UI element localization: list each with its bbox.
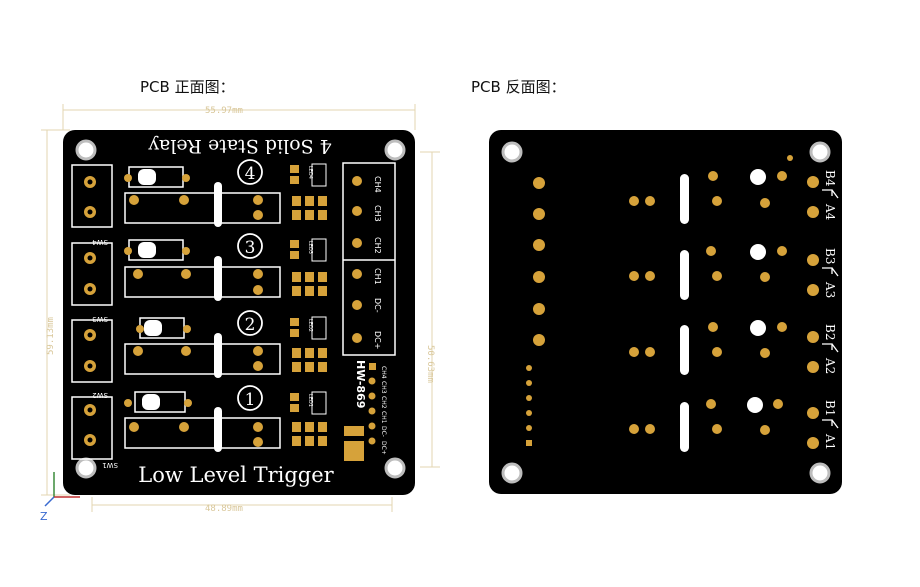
board-footer: Low Level Trigger [138, 463, 334, 487]
relay-channels [124, 159, 281, 452]
input-label-ch4: CH4 [380, 366, 387, 379]
led-label-1: LED1 [307, 394, 313, 407]
led-label-3: LED3 [307, 241, 313, 254]
back-caption: PCB 反面图： [471, 78, 566, 96]
smd-pads [290, 163, 327, 446]
svg-text:Z: Z [40, 510, 48, 523]
input-label-ch2: CH2 [380, 396, 387, 409]
pcb-back: B4 A4 B3 A3 B2 A2 B1 A1 [489, 130, 842, 494]
output-terminal-block [342, 162, 396, 356]
input-label-dc-plus: DC+ [380, 441, 387, 455]
board-front [63, 130, 415, 495]
led-label-4: LED4 [307, 166, 313, 179]
switch-label-4: SW4 [92, 238, 108, 246]
output-pads [352, 176, 362, 343]
back-label-b4: B4 [823, 170, 837, 187]
back-label-a1: A1 [823, 433, 837, 450]
switch-label-1: SW1 [102, 461, 118, 469]
switch-label-3: SW3 [92, 315, 108, 323]
input-header-pads [344, 363, 376, 461]
dim-inner-width-text: 48.89mm [205, 504, 243, 514]
output-label-ch3: CH3 [373, 205, 382, 222]
channel-number-1: 1 [245, 390, 256, 410]
back-label-b2: B2 [823, 324, 837, 340]
model-label: HW-869 [354, 360, 367, 408]
back-channel-rows [629, 155, 819, 452]
output-label-dc-minus: DC- [373, 298, 382, 313]
back-label-a4: A4 [823, 203, 837, 221]
board-title: 4 Solid State Relay [148, 135, 332, 157]
dim-inner-height-text: 50.63mm [425, 345, 435, 383]
pcb-front: 55.97mm 48.89mm 59.13mm 50.63mm 4 Solid … [40, 104, 440, 523]
front-caption: PCB 正面图： [140, 78, 235, 96]
output-label-dc-plus: DC+ [373, 331, 382, 349]
output-label-ch1: CH1 [373, 268, 382, 285]
back-header-pads [526, 365, 532, 446]
channel-number-2: 2 [245, 315, 256, 335]
dimension-lines [41, 104, 440, 512]
output-label-ch4: CH4 [373, 176, 382, 193]
input-label-dc-minus: DC- [380, 426, 387, 437]
back-label-a2: A2 [823, 357, 837, 374]
channel-number-3: 3 [245, 238, 256, 258]
back-left-pads [533, 177, 545, 346]
input-label-ch3: CH3 [380, 381, 387, 394]
back-label-b3: B3 [823, 248, 837, 264]
dim-height-text: 59.13mm [46, 317, 56, 355]
axis-gizmo: Z [40, 472, 80, 523]
switch-label-2: SW2 [92, 391, 108, 399]
mounting-holes-back [501, 141, 831, 484]
mounting-holes-front [75, 139, 406, 479]
dim-width-text: 55.97mm [205, 106, 243, 116]
back-label-b1: B1 [823, 400, 837, 416]
output-label-ch2: CH2 [373, 237, 382, 254]
channel-number-4: 4 [245, 164, 256, 184]
back-label-a3: A3 [823, 281, 837, 298]
input-label-ch1: CH1 [380, 411, 387, 424]
switch-terminals [71, 164, 113, 460]
led-label-2: LED2 [307, 319, 313, 332]
back-arrow-marks [822, 189, 839, 429]
